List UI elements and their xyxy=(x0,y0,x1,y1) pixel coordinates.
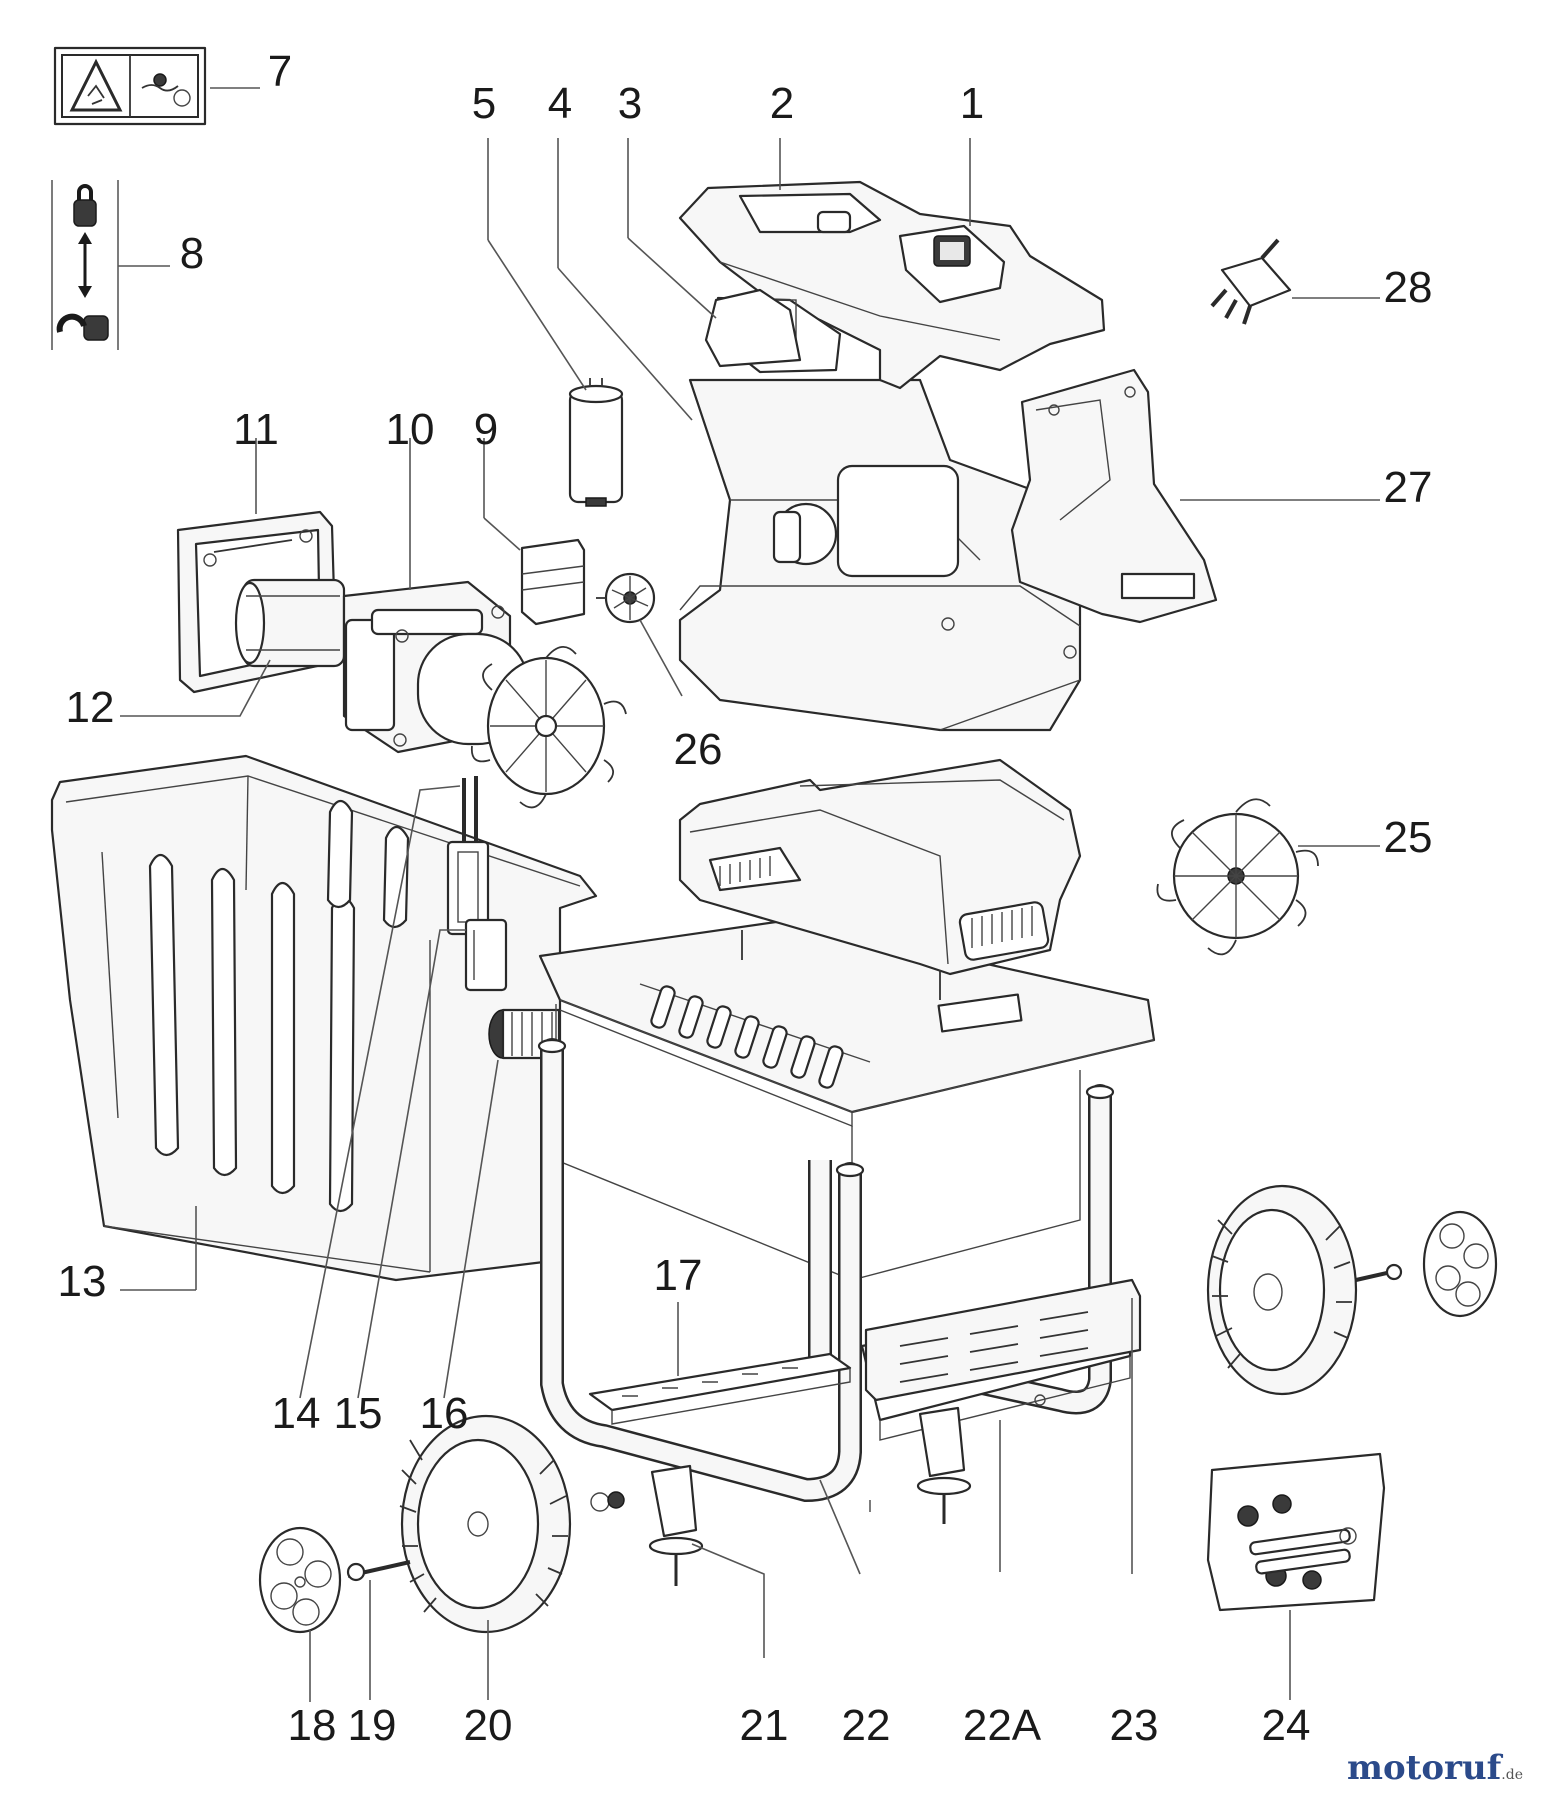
lock-label-part-8 xyxy=(51,180,170,350)
label-18: 18 xyxy=(288,1701,337,1750)
wheel-right xyxy=(1206,1184,1403,1396)
label-27: 27 xyxy=(1384,463,1433,512)
label-28: 28 xyxy=(1384,263,1433,312)
label-19: 19 xyxy=(348,1701,397,1750)
foot-part-21 xyxy=(590,1406,972,1658)
label-21: 21 xyxy=(740,1701,789,1750)
label-9: 9 xyxy=(474,405,498,454)
label-26: 26 xyxy=(674,725,723,774)
foot-bar-part-17 xyxy=(588,1302,852,1425)
chassis-housing xyxy=(538,918,1156,1282)
feeder-chute-part-3 xyxy=(627,138,802,368)
frame-part-22 xyxy=(537,1038,1115,1575)
gearbox-part-12 xyxy=(120,578,346,717)
label-25: 25 xyxy=(1384,813,1433,862)
label-12: 12 xyxy=(66,683,115,732)
chassis-vents xyxy=(650,985,844,1089)
label-11: 11 xyxy=(233,405,279,454)
watermark-main: motoruf xyxy=(1347,1748,1502,1788)
motor-fan xyxy=(470,646,627,809)
hub-cap-part-18 xyxy=(258,1526,342,1702)
upper-housing-part-4 xyxy=(557,138,1082,732)
label-17: 17 xyxy=(654,1251,703,1300)
watermark-logo: motoruf.de xyxy=(1347,1748,1523,1788)
capacitor-part-5 xyxy=(487,138,624,507)
watermark-sub: .de xyxy=(1501,1767,1523,1783)
label-4: 4 xyxy=(548,79,572,128)
label-14: 14 xyxy=(272,1389,321,1438)
brush-holder-part-9 xyxy=(483,438,586,626)
label-20: 20 xyxy=(464,1701,513,1750)
label-1: 1 xyxy=(960,79,984,128)
label-10: 10 xyxy=(386,405,435,454)
switch-part-1 xyxy=(898,138,1006,304)
hardware-kit-part-24 xyxy=(1206,1452,1386,1700)
label-13: 13 xyxy=(58,1257,107,1306)
label-23: 23 xyxy=(1110,1701,1159,1750)
label-5: 5 xyxy=(472,79,496,128)
warning-label-part-7 xyxy=(53,46,260,126)
spring-part-16 xyxy=(443,1008,561,1399)
label-2: 2 xyxy=(770,79,794,128)
label-22: 22 xyxy=(842,1701,891,1750)
label-8: 8 xyxy=(180,229,204,278)
wheel-part-20 xyxy=(399,1414,572,1700)
plug-part-28 xyxy=(1210,238,1380,325)
hub-cap-right xyxy=(1422,1210,1498,1318)
switch-bracket-part-15 xyxy=(357,918,508,1399)
axle-plate-part-23 xyxy=(864,1278,1142,1574)
gear-housing-top xyxy=(678,758,1082,1000)
deflector-part-27 xyxy=(1010,368,1380,624)
label-24: 24 xyxy=(1262,1701,1311,1750)
label-3: 3 xyxy=(618,79,642,128)
part-number-labels: 1 2 3 4 5 7 8 9 10 11 12 13 14 15 16 17 … xyxy=(58,47,1433,1750)
label-16: 16 xyxy=(420,1389,469,1438)
impeller-part-26 xyxy=(596,572,683,697)
fan-part-25 xyxy=(1156,798,1380,956)
axle-part-19 xyxy=(346,1560,411,1700)
label-7: 7 xyxy=(268,47,292,96)
label-15: 15 xyxy=(334,1389,383,1438)
label-22a: 22A xyxy=(963,1701,1042,1750)
